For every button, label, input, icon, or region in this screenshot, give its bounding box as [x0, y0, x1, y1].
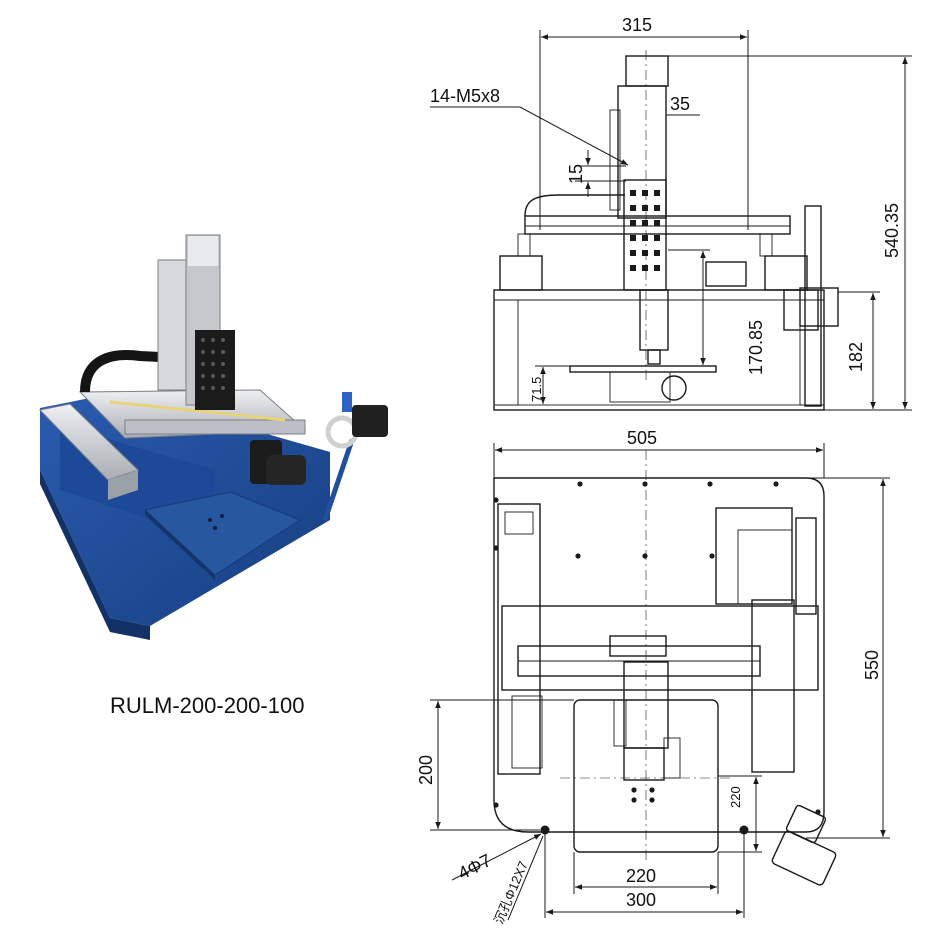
dim-base-holes: 4Φ7 — [455, 850, 495, 883]
dim-table-height: 71.5 — [529, 377, 544, 402]
dim-head-width: 35 — [670, 94, 690, 114]
dim-stroke-height: 170.85 — [746, 320, 766, 375]
product-photo — [39, 234, 388, 640]
front-view: 315 14-M5x8 35 15 540.35 170.85 182 71.5 — [430, 15, 912, 411]
dim-counterbore: 沉孔Φ12X7 — [491, 859, 531, 926]
dim-table-offset: 200 — [416, 755, 436, 785]
dim-hole-spacing: 300 — [626, 890, 656, 910]
dim-hole-pitch: 15 — [566, 164, 586, 184]
product-model-caption: RULM-200-200-100 — [110, 693, 304, 718]
dim-table-width: 220 — [626, 866, 656, 886]
dim-base-width: 505 — [627, 428, 657, 448]
dim-camera-height: 182 — [846, 342, 866, 372]
dim-mounting-holes: 14-M5x8 — [430, 86, 500, 106]
dim-table-depth: 220 — [728, 786, 743, 808]
dim-overall-height: 540.35 — [882, 203, 902, 258]
top-view: 505 550 200 220 220 300 4Φ7 沉孔Φ12X7 — [416, 428, 890, 926]
dim-overall-width: 315 — [622, 15, 652, 35]
dim-base-depth: 550 — [862, 650, 882, 680]
